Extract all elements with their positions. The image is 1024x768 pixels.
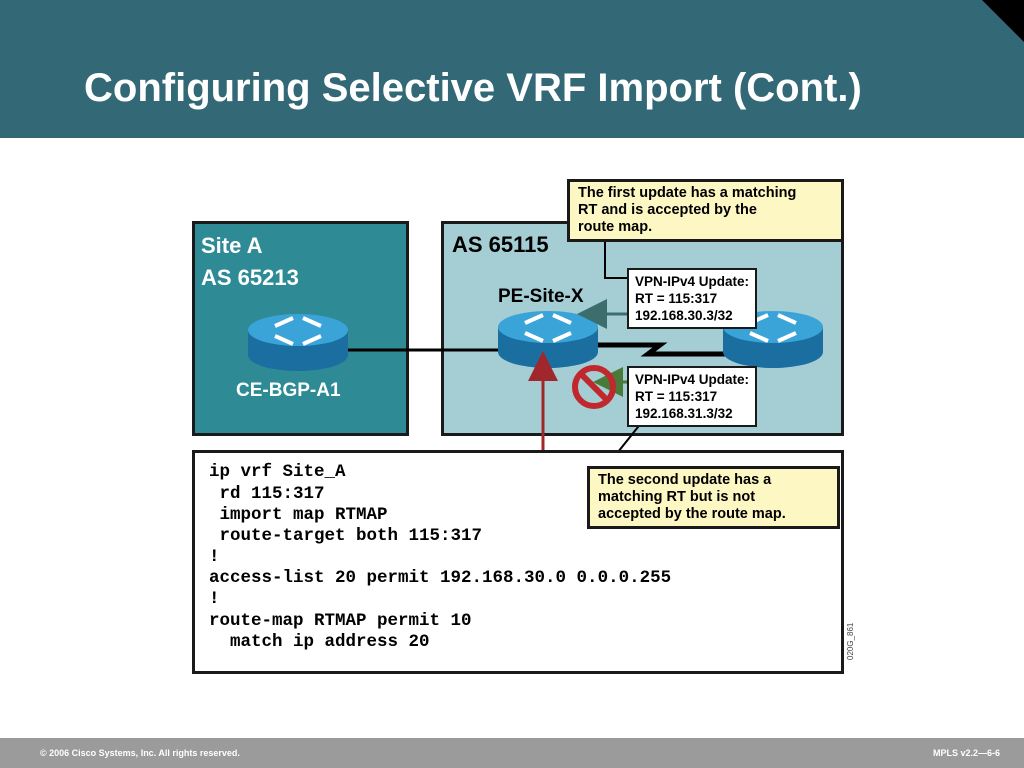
provider-as: AS 65115 (452, 232, 549, 257)
config-line: ! (209, 589, 220, 609)
accepted-update-box: VPN-IPv4 Update: RT = 115:317 192.168.30… (627, 268, 758, 329)
wan-link (595, 342, 725, 357)
rejected-update-box: VPN-IPv4 Update: RT = 115:317 192.168.31… (627, 366, 758, 427)
site-name: Site A (201, 233, 263, 258)
first-callout-leader (604, 240, 628, 279)
config-line: match ip address 20 (209, 632, 430, 652)
copyright-text: © 2006 Cisco Systems, Inc. All rights re… (40, 748, 240, 758)
update-line: RT = 115:317 (635, 291, 718, 306)
callout-line: The second update has a (598, 472, 772, 488)
slide-header: Configuring Selective VRF Import (Cont.) (0, 0, 1024, 138)
pe-router-label: PE-Site-X (498, 286, 584, 307)
update-line: VPN-IPv4 Update: (635, 274, 750, 289)
config-line: ! (209, 547, 220, 567)
first-update-callout: The first update has a matching RT and i… (567, 179, 844, 242)
update-line: 192.168.30.3/32 (635, 308, 733, 323)
router-icon (248, 314, 348, 371)
corner-decoration (982, 0, 1024, 42)
update-line: RT = 115:317 (635, 389, 718, 404)
update-line: VPN-IPv4 Update: (635, 372, 750, 387)
course-code: MPLS v2.2—6-6 (932, 748, 1000, 758)
site-a-region (192, 221, 409, 436)
second-update-callout: The second update has a matching RT but … (587, 466, 840, 529)
config-line: rd 115:317 (209, 484, 325, 504)
slide-title: Configuring Selective VRF Import (Cont.) (84, 66, 862, 110)
callout-line: The first update has a matching (578, 185, 797, 201)
callout-line: matching RT but is not (598, 489, 756, 505)
slide-footer: © 2006 Cisco Systems, Inc. All rights re… (0, 738, 1024, 768)
no-entry-icon (572, 365, 616, 409)
callout-line: RT and is accepted by the (578, 202, 757, 218)
callout-line: accepted by the route map. (598, 506, 786, 522)
update-line: 192.168.31.3/32 (635, 406, 733, 421)
config-line: import map RTMAP (209, 505, 388, 525)
config-line: route-target both 115:317 (209, 526, 483, 546)
image-id: 020G_861 (846, 622, 855, 660)
callout-line: route map. (578, 219, 653, 235)
ce-router-label: CE-BGP-A1 (236, 380, 341, 401)
config-line: access-list 20 permit 192.168.30.0 0.0.0… (209, 568, 672, 588)
site-as: AS 65213 (201, 265, 299, 290)
config-line: route-map RTMAP permit 10 (209, 611, 472, 631)
config-line: ip vrf Site_A (209, 462, 346, 482)
router-icon (498, 311, 598, 368)
